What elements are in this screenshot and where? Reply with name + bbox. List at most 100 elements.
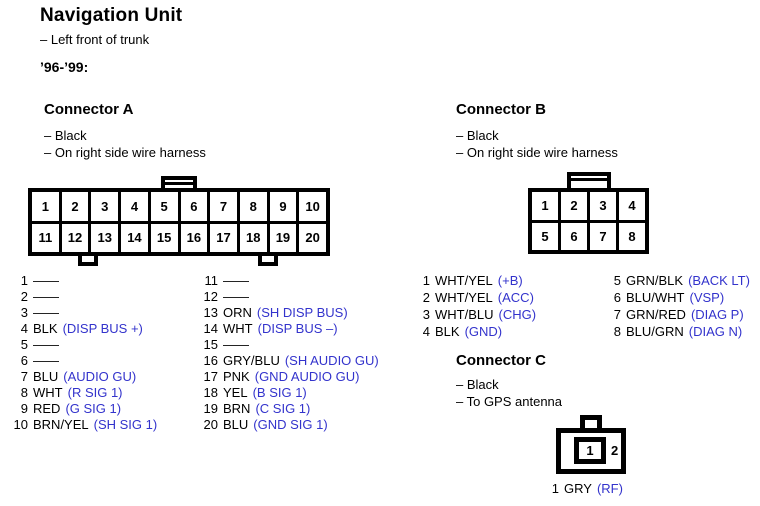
lock-tab-line [165,182,193,185]
pin-row: 3 —— [6,305,157,321]
pin-signal: (SH AUDIO GU) [284,353,379,368]
connector-c-note-color: – Black [456,377,499,392]
connector-a-note-color: – Black [44,128,87,143]
connector-a-pin-grid: 1 2 3 4 5 6 7 8 9 10 11 12 13 14 15 16 1… [28,188,330,256]
pin-row: 1—— [6,273,157,289]
pin-row: 11 —— [196,273,379,289]
pin-signal: (GND) [464,324,503,339]
connector-c-body: 1 2 [556,428,626,474]
pin-number: 16 [203,353,218,368]
pin-number: 2 [422,290,430,305]
pin-wire-color: —— [33,273,59,288]
pin-signal: (GND SIG 1) [253,417,328,432]
connector-a-bottom-notch [78,256,98,266]
pin-number: 9 [20,401,28,416]
pin-number: 6 [20,353,28,368]
pin-number: 1 [422,273,430,288]
pin-signal: (AUDIO GU) [63,369,137,384]
pin-row: 17 PNK (GND AUDIO GU) [196,369,379,385]
pin-number: 19 [203,401,218,416]
pin-wire-color: BLU [33,369,59,384]
pin-cell: 3 [590,192,616,220]
pin-number: 15 [203,337,218,352]
pin-number: 7 [613,307,621,322]
connector-a-lock-tab [161,176,197,189]
connector-b-note-harness: – On right side wire harness [456,145,618,160]
pin-number: 18 [203,385,218,400]
pin-wire-color: WHT/YEL [435,273,493,288]
pin-signal: (DIAG N) [688,324,743,339]
pin-wire-color: RED [33,401,61,416]
pin-number: 3 [20,305,28,320]
pin-cell: 19 [269,223,297,252]
pin-cell: 11 [32,223,59,252]
connector-a-drawing: 1 2 3 4 5 6 7 8 9 10 11 12 13 14 15 16 1… [28,176,330,268]
connector-b-drawing: 1 2 3 4 5 6 7 8 [528,172,649,256]
pin-number: 13 [203,305,218,320]
pin-wire-color: BRN/YEL [33,417,89,432]
pin-number: 11 [204,273,219,288]
pin-wire-color: BLU/WHT [626,290,685,305]
pin-wire-color: —— [33,337,59,352]
lock-tab-line [570,178,607,181]
pin-cell: 18 [239,223,267,252]
pin-row: 16 GRY/BLU (SH AUDIO GU) [196,353,379,369]
pin-number: 3 [422,307,430,322]
pin-signal: (+B) [497,273,523,288]
pin-signal: (CHG) [498,307,537,322]
pin-cell: 8 [239,192,267,221]
pin-wire-color: WHT [33,385,63,400]
pin-cell: 20 [299,223,326,252]
pin-signal: (R SIG 1) [67,385,123,400]
pin-cell: 6 [180,192,208,221]
pin-signal: (VSP) [689,290,725,305]
pin-signal: (DISP BUS –) [257,321,338,336]
connector-c-lock-tab [580,415,602,429]
pin-wire-color: PNK [223,369,250,384]
pin-number: 7 [20,369,28,384]
pin-number: 1 [551,481,559,496]
pin-number: 17 [203,369,218,384]
pin-wire-color: —— [33,305,59,320]
pin-wire-color: —— [223,273,249,288]
pin-row: 15 —— [196,337,379,353]
pin-number: 14 [203,321,218,336]
connector-b-note-color: – Black [456,128,499,143]
pin-cell: 5 [150,192,178,221]
connector-b-heading: Connector B [456,101,546,118]
pin-cell: 15 [150,223,178,252]
pin-row: 1 WHT/YEL (+B) [408,272,536,289]
pin-wire-color: —— [223,337,249,352]
pin-wire-color: BLK [33,321,58,336]
pin-number: 2 [20,289,28,304]
pin-cell: 17 [210,223,237,252]
pin-cell: 1 [574,437,606,464]
pin-cell: 2 [611,443,619,458]
pin-cell: 5 [532,222,558,250]
pin-number: 4 [422,324,430,339]
pin-wire-color: YEL [223,385,248,400]
pin-row: 2—— [6,289,157,305]
pin-wire-color: GRY/BLU [223,353,280,368]
pin-row: 4 BLK (GND) [408,323,536,340]
pin-cell: 1 [32,192,59,221]
pin-signal: (C SIG 1) [255,401,311,416]
pin-cell: 8 [619,222,645,250]
pin-wire-color: BLK [435,324,460,339]
pin-cell: 14 [121,223,148,252]
pin-signal: (GND AUDIO GU) [254,369,360,384]
pin-signal: (SH SIG 1) [93,417,158,432]
